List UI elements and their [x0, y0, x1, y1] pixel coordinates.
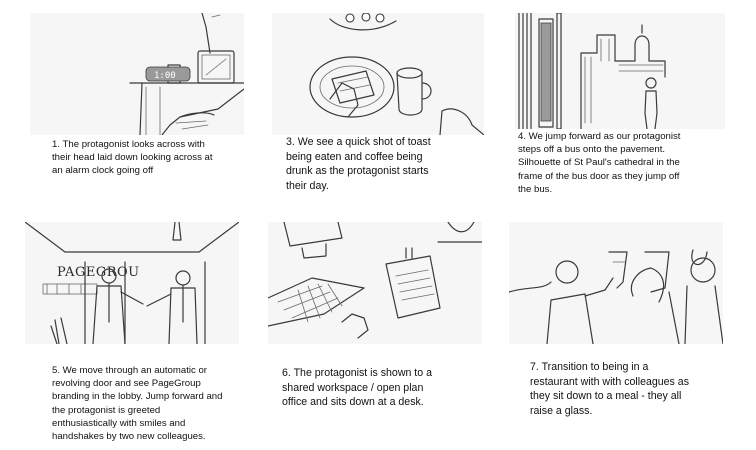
panel-2-caption: 3. We see a quick shot of toast being ea… [286, 136, 431, 192]
panel-1-sketch: 1:00 [129, 13, 244, 135]
storyboard-panel-5 [268, 222, 482, 344]
panel-6-caption: 7. Transition to being in a restaurant w… [530, 361, 689, 417]
panel-2-sketch [309, 13, 484, 135]
panel-1-caption: 1. The protagonist looks across with the… [52, 139, 213, 177]
panel-4-sketch: PAGEGROU [25, 222, 239, 344]
storyboard-panel-4: PAGEGROU [25, 222, 239, 344]
panel-3-sketch [518, 13, 666, 129]
storyboard-panel-6 [509, 222, 723, 344]
panel-6-sketch [509, 249, 723, 344]
svg-text:1:00: 1:00 [154, 71, 176, 81]
pagegroup-sign: PAGEGROU [57, 265, 140, 280]
panel-3-caption: 4. We jump forward as our protagonist st… [518, 131, 681, 195]
panel-5-caption: 6. The protagonist is shown to a shared … [282, 367, 432, 409]
panel-4-caption: 5. We move through an automatic or revol… [52, 365, 223, 443]
storyboard-panel-2 [272, 13, 484, 135]
panel-5-sketch [268, 222, 482, 339]
storyboard-panel-1: 1:00 [30, 13, 244, 135]
storyboard-panel-3 [515, 13, 725, 129]
